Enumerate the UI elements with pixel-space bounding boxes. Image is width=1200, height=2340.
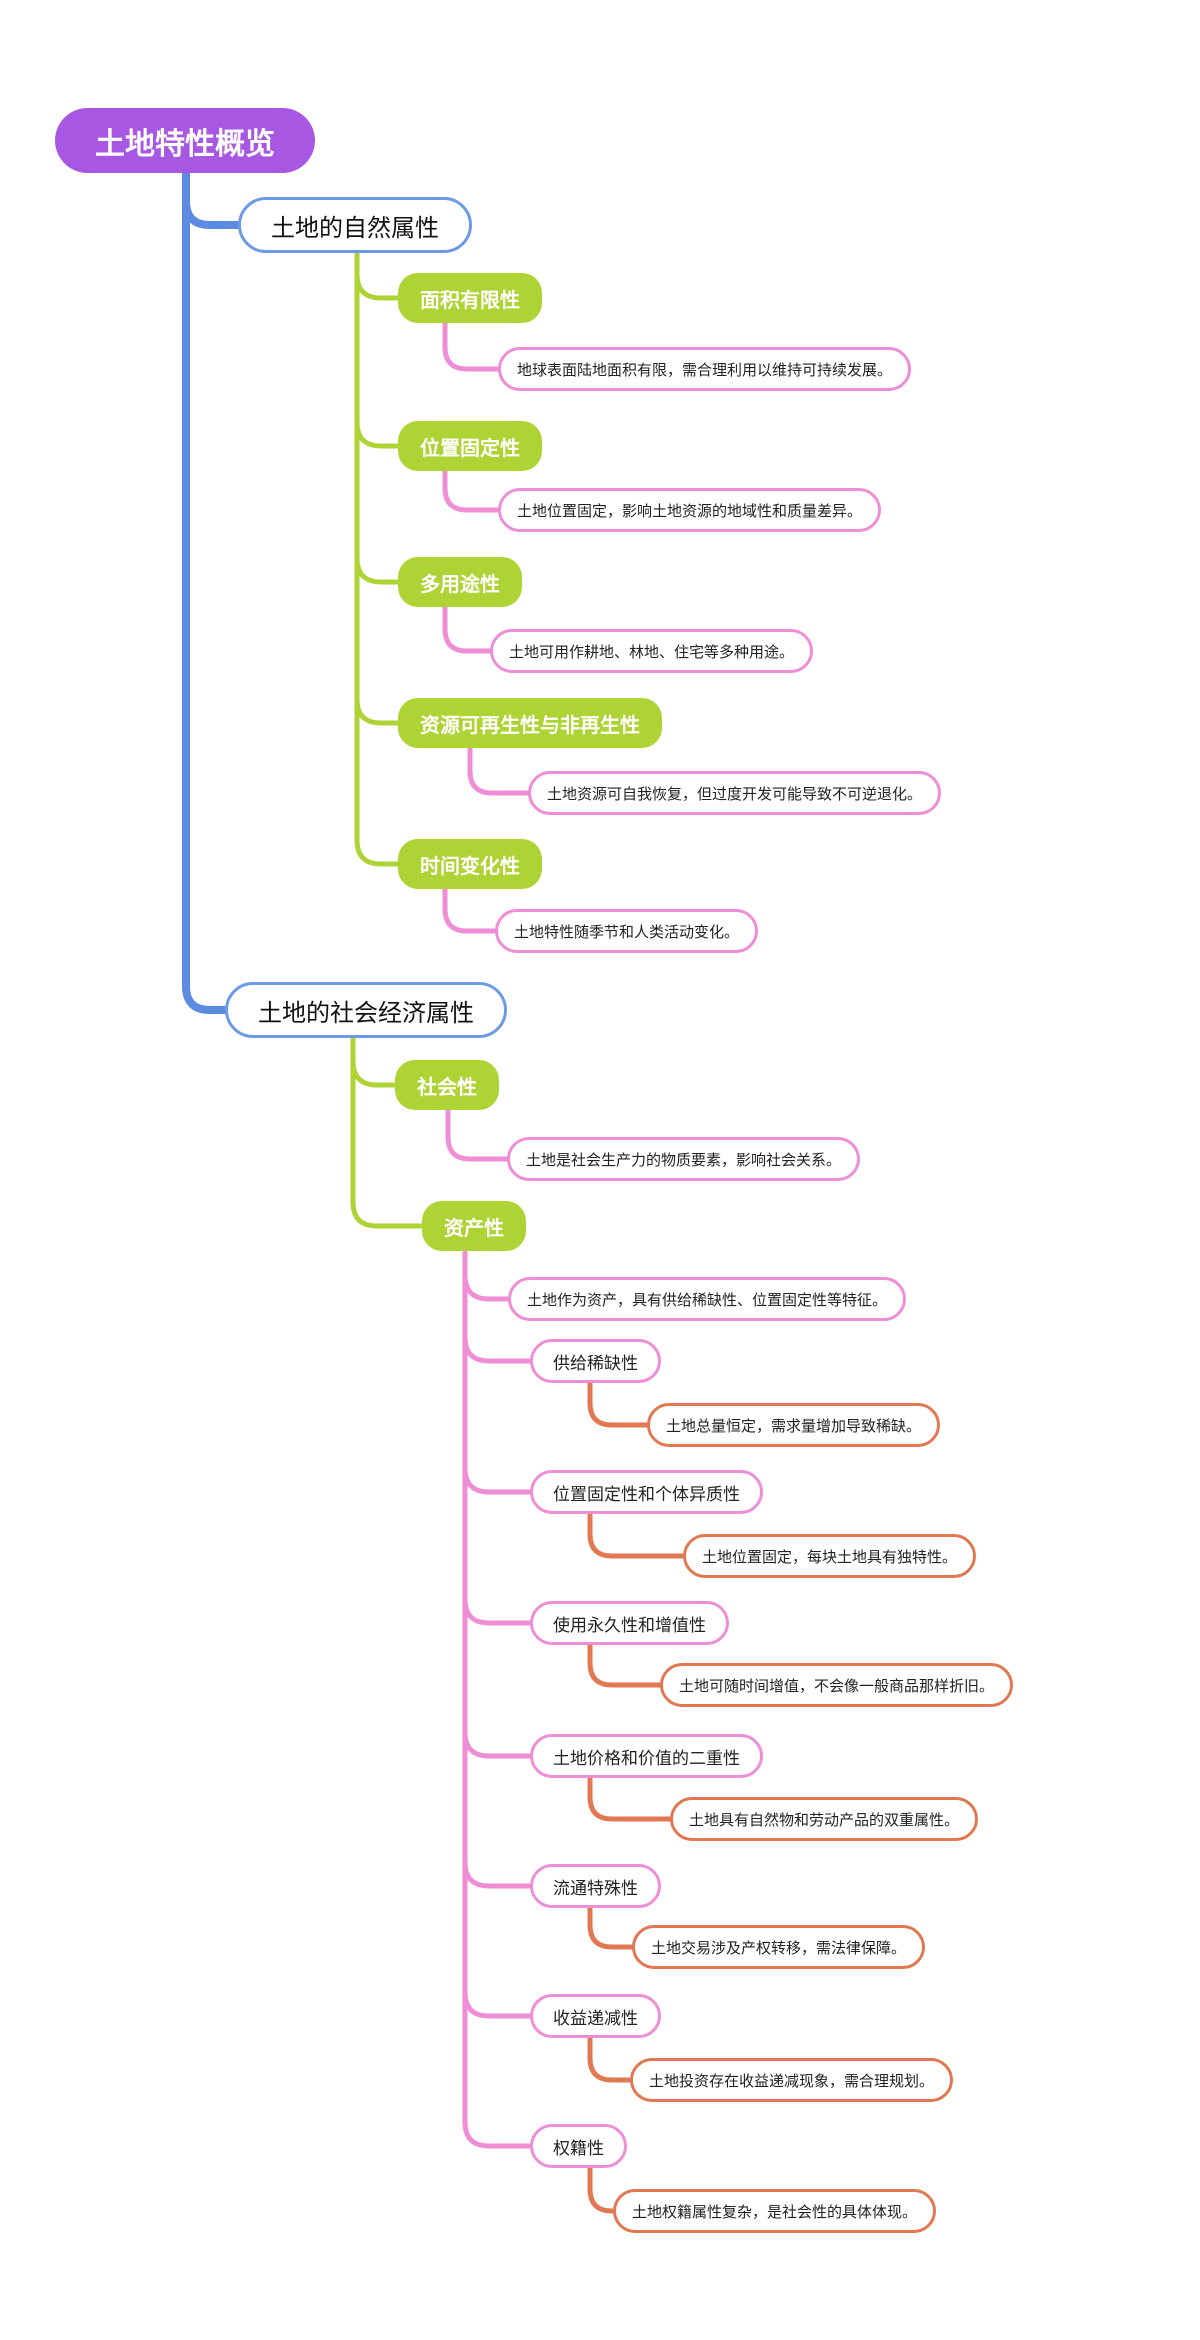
- connector-natural-to-renewability: [354, 696, 403, 726]
- connector-sociality-note: [445, 1105, 512, 1162]
- connector-asset-to-heterogeneity: [462, 1465, 535, 1495]
- note-permanence-appreciation[interactable]: 土地可随时间增值，不会像一般商品那样折旧。: [660, 1663, 1014, 1707]
- connector-location-note: [442, 466, 503, 513]
- connector-diminishing-note: [587, 2033, 635, 2083]
- connector-socio-trunk: [350, 1033, 427, 1229]
- note-area-limitation[interactable]: 地球表面陆地面积有限，需合理利用以维持可持续发展。: [498, 347, 912, 391]
- connector-asset-note: [462, 1272, 513, 1302]
- connector-heterogeneity-note: [587, 1510, 688, 1559]
- subtopic-supply-scarcity[interactable]: 供给稀缺性: [530, 1339, 661, 1383]
- topic-asset-nature[interactable]: 资产性: [422, 1201, 526, 1251]
- connector-renewability-note: [467, 743, 533, 796]
- note-supply-scarcity[interactable]: 土地总量恒定，需求量增加导致稀缺。: [647, 1403, 941, 1447]
- note-circulation-specificity[interactable]: 土地交易涉及产权转移，需法律保障。: [632, 1925, 926, 1969]
- note-tenure-registration[interactable]: 土地权籍属性复杂，是社会性的具体体现。: [613, 2189, 937, 2233]
- connector-natural-to-multiuse: [354, 555, 403, 585]
- note-asset-nature[interactable]: 土地作为资产，具有供给稀缺性、位置固定性等特征。: [508, 1277, 907, 1321]
- branch-socioeconomic-attributes[interactable]: 土地的社会经济属性: [225, 982, 507, 1038]
- connector-tenure-note: [587, 2163, 620, 2214]
- connector-asset-to-circulation: [462, 1859, 535, 1889]
- connector-root-to-natural: [182, 197, 244, 229]
- subtopic-circulation-specificity[interactable]: 流通特殊性: [530, 1864, 661, 1908]
- connector-area-note: [442, 318, 503, 372]
- subtopic-price-value-duality[interactable]: 土地价格和价值的二重性: [530, 1734, 763, 1778]
- connector-multiuse-note: [442, 602, 495, 654]
- topic-multi-use[interactable]: 多用途性: [398, 557, 522, 607]
- connector-asset-to-duality: [462, 1729, 535, 1759]
- note-location-heterogeneity[interactable]: 土地位置固定，每块土地具有独特性。: [683, 1534, 977, 1578]
- note-time-variability[interactable]: 土地特性随季节和人类活动变化。: [495, 909, 759, 953]
- subtopic-location-heterogeneity[interactable]: 位置固定性和个体异质性: [530, 1470, 763, 1514]
- connector-asset-trunk: [462, 1246, 535, 2149]
- subtopic-tenure-registration[interactable]: 权籍性: [530, 2124, 627, 2168]
- note-location-fixity[interactable]: 土地位置固定，影响土地资源的地域性和质量差异。: [498, 488, 882, 532]
- root-topic[interactable]: 土地特性概览: [55, 108, 315, 173]
- connector-circulation-note: [587, 1903, 637, 1950]
- connector-socio-to-sociality: [350, 1058, 400, 1088]
- note-sociality[interactable]: 土地是社会生产力的物质要素，影响社会关系。: [507, 1137, 861, 1181]
- topic-area-limitation[interactable]: 面积有限性: [398, 273, 542, 323]
- note-price-value-duality[interactable]: 土地具有自然物和劳动产品的双重属性。: [670, 1797, 979, 1841]
- subtopic-permanence-appreciation[interactable]: 使用永久性和增值性: [530, 1601, 729, 1645]
- connector-natural-trunk: [354, 248, 403, 867]
- topic-location-fixity[interactable]: 位置固定性: [398, 421, 542, 471]
- connector-timevar-note: [442, 884, 500, 934]
- connector-root-trunk: [182, 166, 231, 1014]
- connector-asset-to-scarcity: [462, 1334, 535, 1364]
- note-renewability[interactable]: 土地资源可自我恢复，但过度开发可能导致不可逆退化。: [528, 771, 942, 815]
- connector-asset-to-permanence: [462, 1596, 535, 1626]
- connector-duality-note: [587, 1773, 675, 1822]
- connector-scarcity-note: [587, 1377, 652, 1428]
- connector-permanence-note: [587, 1640, 665, 1688]
- topic-time-variability[interactable]: 时间变化性: [398, 839, 542, 889]
- subtopic-diminishing-returns[interactable]: 收益递减性: [530, 1994, 661, 2038]
- connector-asset-to-diminishing: [462, 1989, 535, 2019]
- topic-sociality[interactable]: 社会性: [395, 1060, 499, 1110]
- branch-natural-attributes[interactable]: 土地的自然属性: [238, 197, 472, 253]
- topic-renewability[interactable]: 资源可再生性与非再生性: [398, 698, 662, 748]
- connector-natural-to-area: [354, 271, 403, 301]
- note-diminishing-returns[interactable]: 土地投资存在收益递减现象，需合理规划。: [630, 2058, 954, 2102]
- connector-natural-to-location: [354, 419, 403, 449]
- note-multi-use[interactable]: 土地可用作耕地、林地、住宅等多种用途。: [490, 629, 814, 673]
